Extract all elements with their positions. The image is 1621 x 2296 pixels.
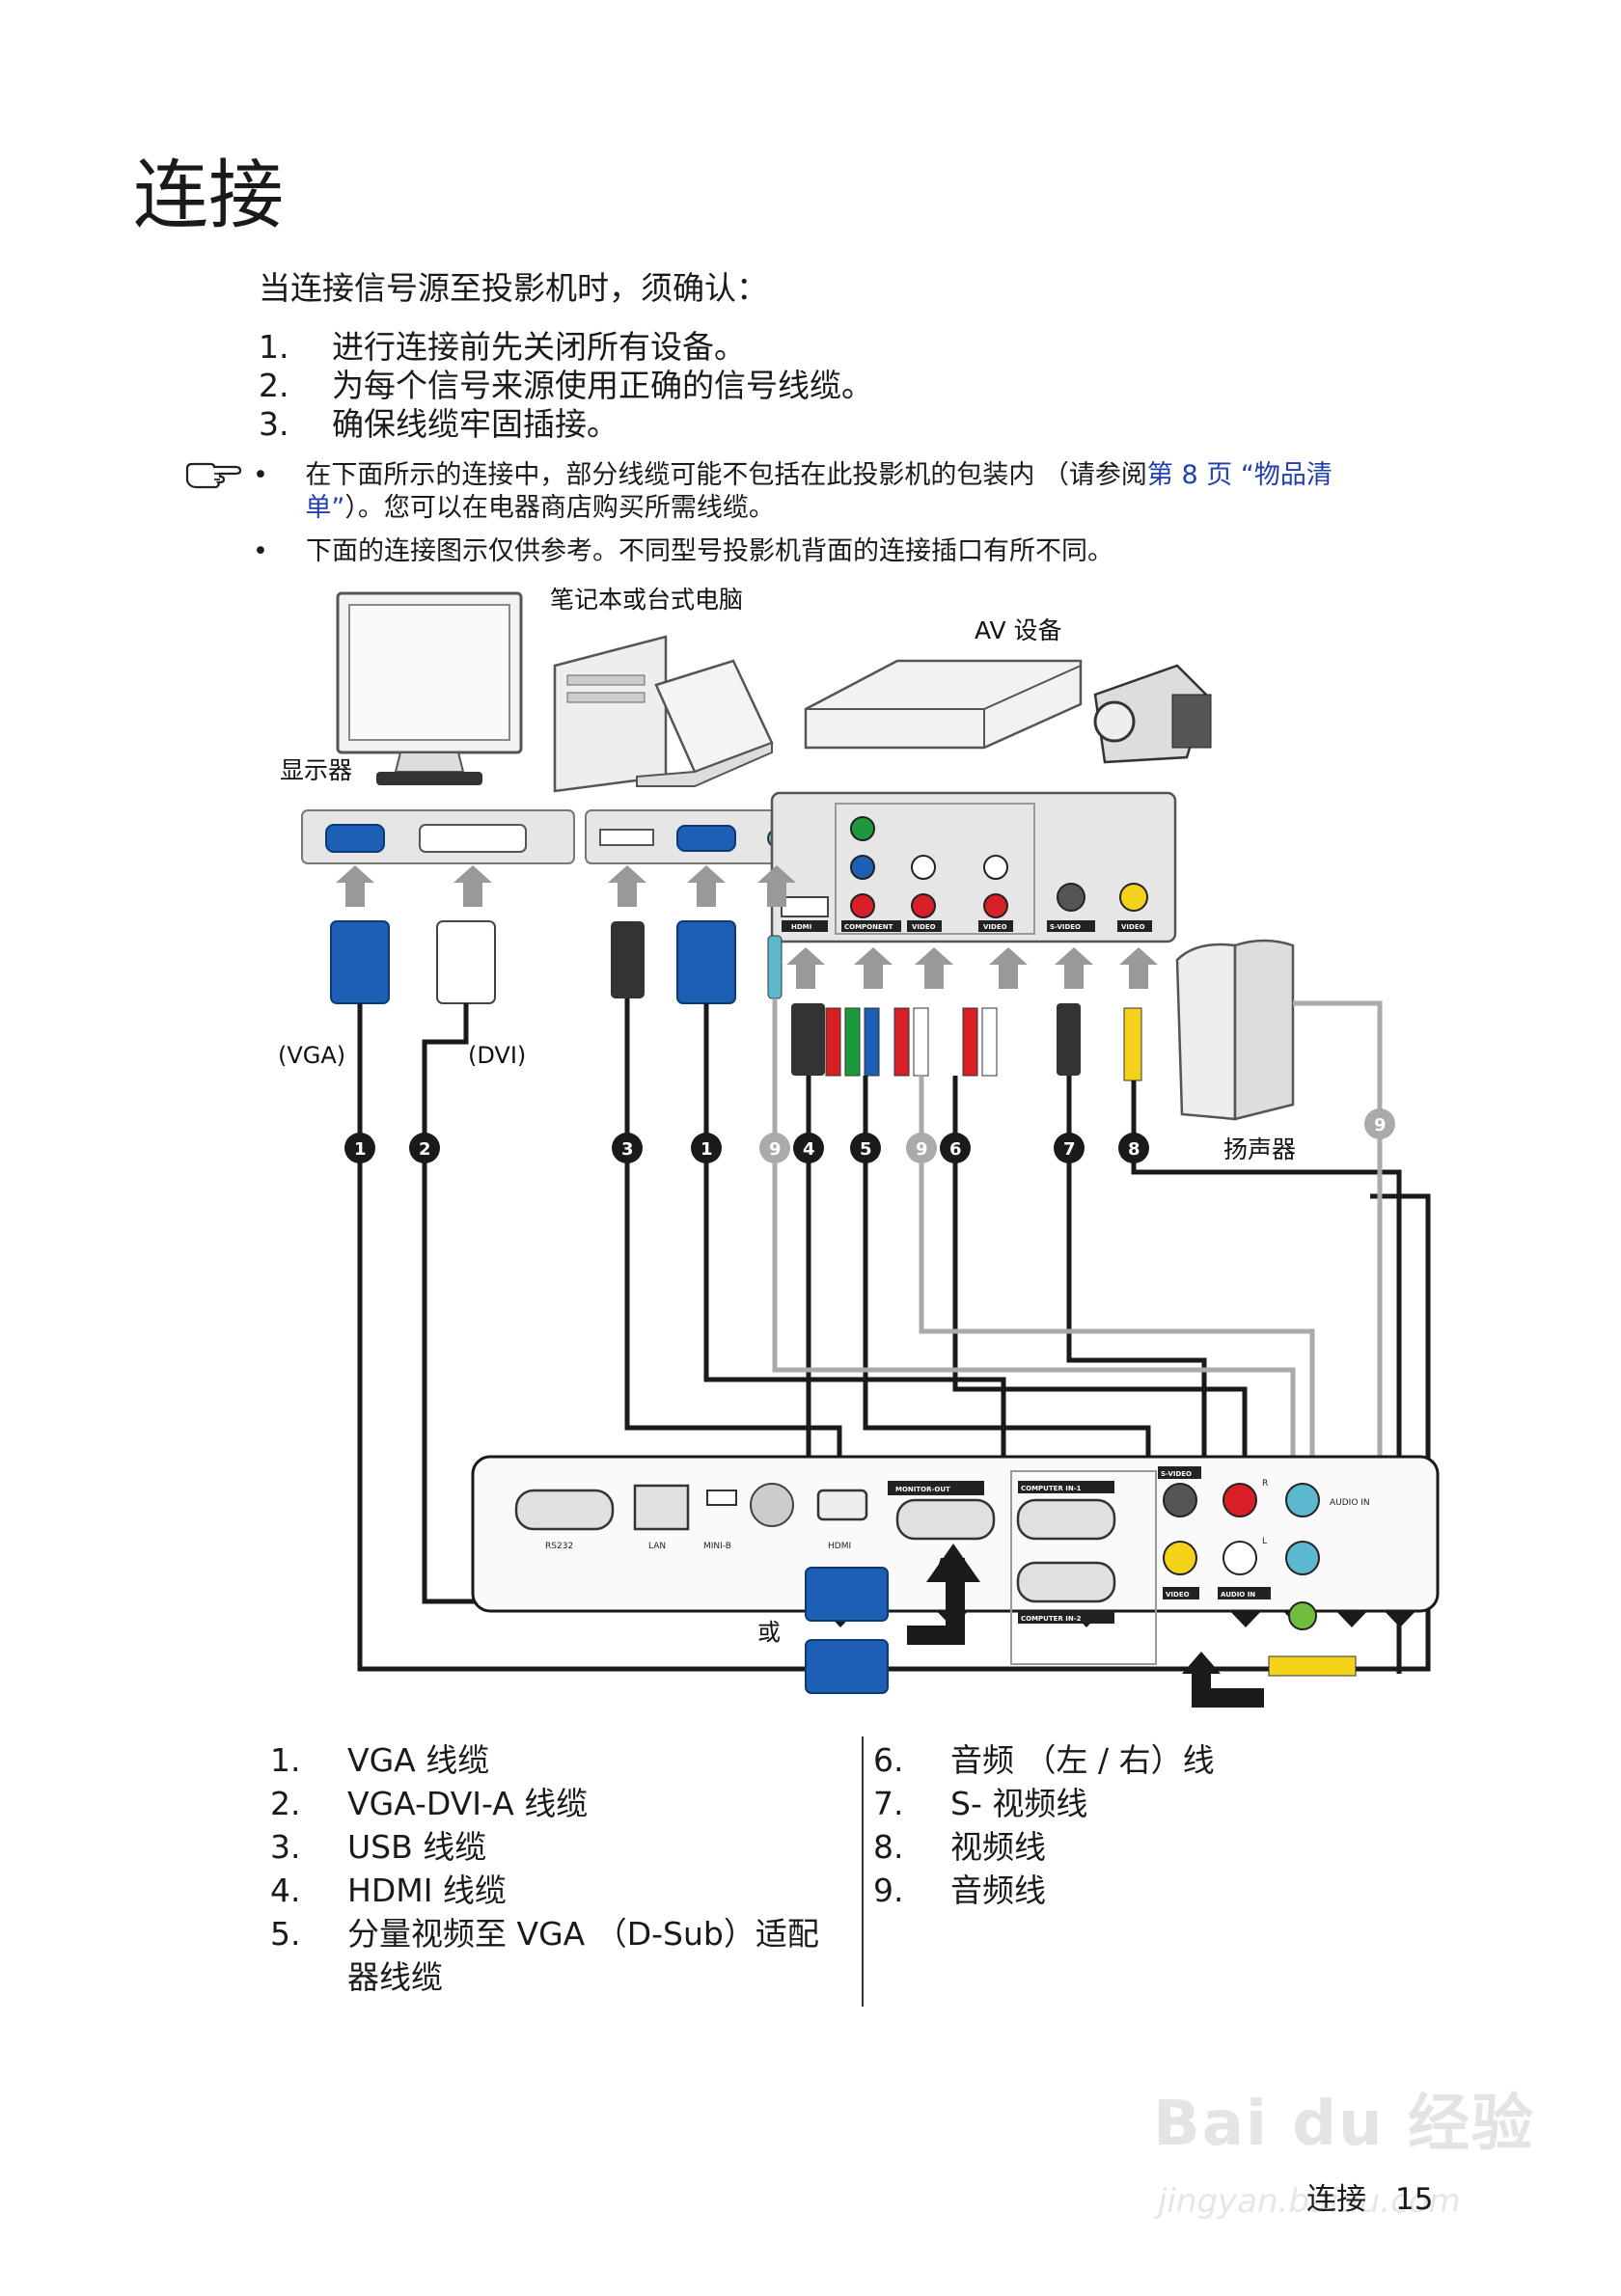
svg-text:2: 2	[419, 1139, 431, 1160]
vga-connector-icon	[676, 920, 736, 1004]
list-item: 5.分量视频至 VGA （D-Sub）适配器线缆	[270, 1915, 819, 1996]
connection-diagram: 显示器 笔记本或台式电脑 AV 设备 HDMI COMPONENT VIDEO	[232, 579, 1467, 1721]
vga-connector-icon	[805, 1639, 889, 1694]
monitor-dvi-port-icon	[419, 824, 527, 853]
laptop-icon	[636, 659, 774, 787]
camcorder-icon	[1093, 664, 1212, 764]
list-item: 3.USB 线缆	[270, 1828, 487, 1866]
list-item: 4.HDMI 线缆	[270, 1872, 507, 1909]
svg-text:COMPUTER IN-1: COMPUTER IN-1	[1021, 1485, 1082, 1492]
note-2: • 下面的连接图示仅供参考。不同型号投影机背面的连接插口有所不同。	[253, 536, 1113, 566]
list-item: 7.S- 视频线	[873, 1785, 1088, 1822]
monitor-vga-port-icon	[325, 824, 385, 853]
speaker-label: 扬声器	[1223, 1135, 1296, 1163]
cable-legend-right: 6.音频 （左 / 右）线 7.S- 视频线 8.视频线 9.音频线	[873, 1738, 1356, 1912]
svg-text:AUDIO IN: AUDIO IN	[1330, 1498, 1370, 1508]
svg-text:VIDEO: VIDEO	[912, 923, 936, 931]
svg-text:R: R	[1262, 1479, 1268, 1489]
list-item: 3.确保线缆牢固插接。	[259, 405, 618, 443]
svg-text:MONITOR-OUT: MONITOR-OUT	[895, 1486, 950, 1493]
list-item: 6.音频 （左 / 右）线	[873, 1741, 1215, 1779]
callout-markers: 1 2 3 1 9 4 5 9 6 7 8 9	[344, 1108, 1395, 1163]
av-hdmi-port-icon	[781, 896, 829, 917]
av-svideo-port-icon	[1057, 883, 1085, 912]
baidu-watermark: Bai du 经验	[1153, 2089, 1535, 2160]
computer-in-2-port-icon	[1016, 1561, 1116, 1603]
audio-jack-icon	[767, 935, 783, 999]
vga-connector-icon	[805, 1567, 889, 1622]
steps-list: 1.进行连接前先关闭所有设备。 2.为每个信号来源使用正确的信号线缆。 3.确保…	[259, 328, 873, 444]
av-label: AV 设备	[975, 616, 1062, 644]
svg-text:1: 1	[701, 1139, 713, 1160]
svg-text:7: 7	[1063, 1139, 1076, 1160]
svg-text:VIDEO: VIDEO	[1121, 923, 1145, 931]
page-footer: 连接 15	[1306, 2174, 1433, 2218]
rs232-port-icon	[514, 1489, 615, 1531]
baidu-watermark-url: jingyan.baidu.com	[1158, 2182, 1461, 2221]
svg-text:8: 8	[1128, 1139, 1140, 1160]
hdmi-port-icon	[816, 1489, 868, 1521]
svg-text:5: 5	[860, 1139, 872, 1160]
svg-text:9: 9	[916, 1139, 928, 1160]
svg-text:HDMI: HDMI	[828, 1542, 851, 1551]
svg-text:S-VIDEO: S-VIDEO	[1161, 1470, 1192, 1478]
lan-port-icon	[633, 1484, 690, 1531]
usb-connector-icon	[611, 921, 645, 998]
pointing-hand-icon	[185, 461, 243, 494]
dvi-label: (DVI)	[468, 1042, 526, 1069]
svg-text:HDMI: HDMI	[791, 923, 811, 931]
desktop-computer-icon	[553, 635, 668, 793]
list-item: 2.为每个信号来源使用正确的信号线缆。	[259, 367, 873, 404]
svg-text:9: 9	[769, 1139, 782, 1160]
svg-text:LAN: LAN	[648, 1542, 666, 1551]
hdmi-plug-icon	[791, 1003, 825, 1076]
svg-text:S-VIDEO: S-VIDEO	[1050, 923, 1081, 931]
footer-section: 连接	[1306, 2182, 1366, 2217]
list-item: 2.VGA-DVI-A 线缆	[270, 1785, 589, 1822]
svg-text:9: 9	[1374, 1115, 1387, 1135]
legend-divider	[862, 1736, 864, 2007]
monitor-label: 显示器	[280, 756, 352, 784]
computer-usb-port-icon	[599, 829, 654, 846]
computer-in-1-port-icon	[1016, 1498, 1116, 1541]
list-item: 1.进行连接前先关闭所有设备。	[259, 328, 746, 366]
monitor-icon	[336, 591, 523, 785]
speaker-icon	[1175, 939, 1295, 1121]
svideo-plug-icon	[1057, 1003, 1081, 1076]
vga-label: (VGA)	[278, 1042, 345, 1069]
svideo-port-icon	[1163, 1483, 1197, 1517]
svg-text:MINI-B: MINI-B	[703, 1542, 731, 1551]
monitor-out-port-icon	[895, 1498, 996, 1541]
svg-text:6: 6	[949, 1139, 962, 1160]
vga-connector-icon	[330, 920, 390, 1004]
list-item: 1.VGA 线缆	[270, 1741, 490, 1779]
computer-label: 笔记本或台式电脑	[550, 586, 743, 614]
video-plug-icon	[1123, 1007, 1142, 1081]
svg-text:AUDIO IN: AUDIO IN	[1221, 1591, 1255, 1599]
svg-text:1: 1	[354, 1139, 367, 1160]
list-item: 9.音频线	[873, 1872, 1046, 1909]
page-number: 15	[1395, 2182, 1434, 2217]
page-title: 连接	[133, 152, 285, 239]
mini-usb-port-icon	[706, 1490, 737, 1506]
page-8-link[interactable]: 第 8 页 “物品清单”	[305, 460, 1333, 523]
computer-vga-port-icon	[676, 825, 736, 852]
note-1: • 在下面所示的连接中，部分线缆可能不包括在此投影机的包装内 （请参阅第 8 页…	[253, 460, 1333, 523]
av-video-port-icon	[1119, 883, 1148, 912]
svg-text:COMPUTER IN-2: COMPUTER IN-2	[1021, 1615, 1082, 1623]
svg-text:RS232: RS232	[545, 1542, 573, 1551]
dvd-player-icon	[804, 659, 1083, 750]
svg-text:COMPONENT: COMPONENT	[844, 923, 893, 931]
svg-text:L: L	[1262, 1537, 1267, 1546]
svg-text:VIDEO: VIDEO	[1166, 1591, 1190, 1599]
svg-text:或: 或	[757, 1619, 781, 1646]
list-item: 8.视频线	[873, 1828, 1046, 1866]
svg-text:3: 3	[621, 1139, 634, 1160]
video-port-icon	[1163, 1541, 1197, 1575]
intro-text: 当连接信号源至投影机时，须确认：	[259, 269, 768, 307]
svg-text:4: 4	[803, 1139, 815, 1160]
dvi-connector-icon	[436, 920, 496, 1004]
svg-text:VIDEO: VIDEO	[983, 923, 1007, 931]
cable-legend-left: 1.VGA 线缆 2.VGA-DVI-A 线缆 3.USB 线缆 4.HDMI …	[270, 1738, 868, 1999]
